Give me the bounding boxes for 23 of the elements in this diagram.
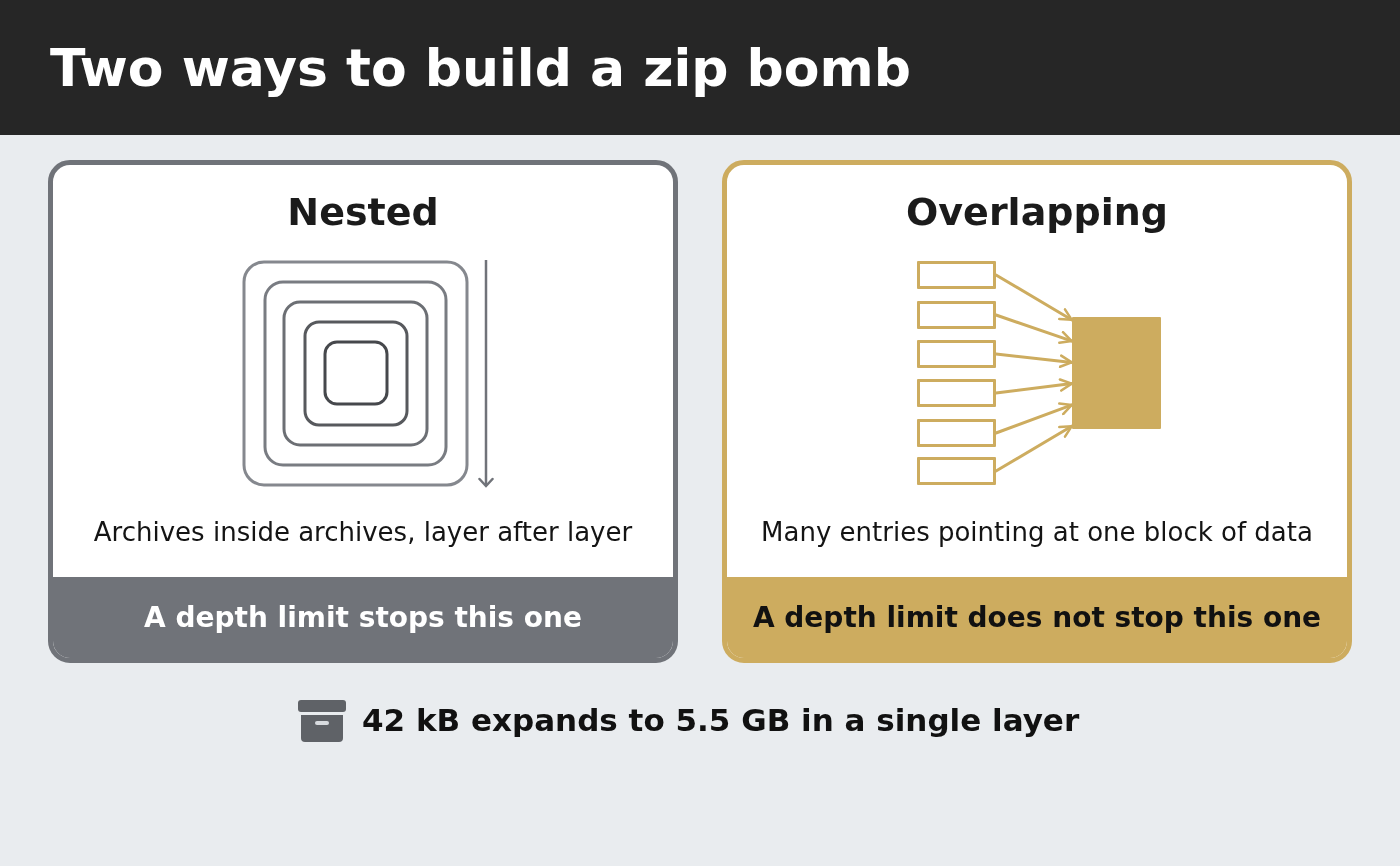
verdict-text: A depth limit does not stop this one <box>752 599 1322 636</box>
method-card <box>48 160 678 663</box>
entry-box <box>917 379 996 407</box>
method-card <box>722 160 1352 663</box>
arrow <box>994 378 1074 395</box>
card-heading: Nested <box>286 189 440 236</box>
entry-box <box>917 457 996 485</box>
entry-box <box>917 261 996 289</box>
entry-box <box>917 301 996 329</box>
entry-box <box>917 340 996 368</box>
data-block <box>1072 317 1161 429</box>
arrow <box>994 352 1074 368</box>
card-heading: Overlapping <box>905 189 1169 236</box>
verdict-text: A depth limit stops this one <box>144 599 582 636</box>
entry-box <box>917 419 996 447</box>
summary-text: 42 kB expands to 5.5 GB in a single layer <box>362 701 1080 740</box>
arrow <box>994 424 1074 473</box>
card-description: Archives inside archives, layer after layer <box>92 516 634 549</box>
arrow <box>994 273 1074 322</box>
title: Two ways to build a zip bomb <box>50 37 911 100</box>
arrow <box>994 402 1074 435</box>
arrow <box>994 313 1074 344</box>
card-description: Many entries pointing at one block of data <box>760 516 1314 549</box>
